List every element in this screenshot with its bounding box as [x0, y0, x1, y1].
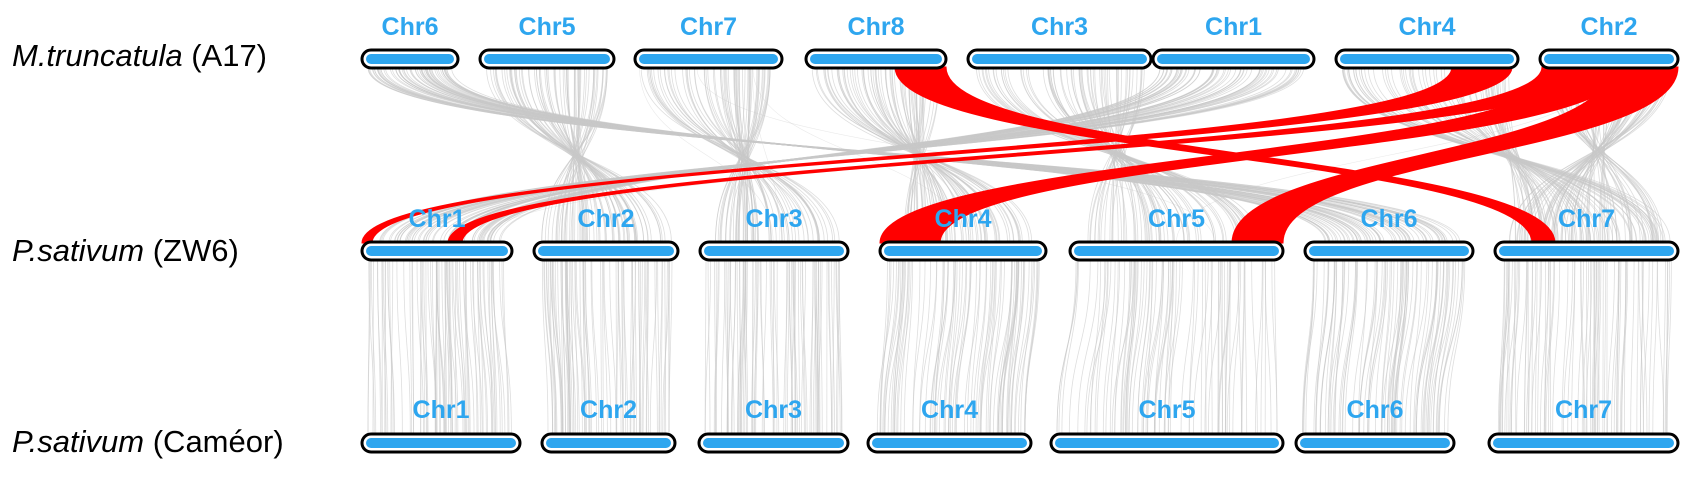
- chromosome-bar: [704, 246, 844, 256]
- genome-label-mtruncatula-a17: M.truncatula (A17): [12, 38, 267, 74]
- synteny-link-gray: [1201, 260, 1203, 434]
- chromosome-bar: [1309, 246, 1469, 256]
- synteny-link-gray: [1653, 260, 1657, 434]
- synteny-link-gray: [1057, 260, 1078, 434]
- chromosome-label: Chr5: [519, 13, 576, 41]
- chromosome-bar: [1499, 246, 1674, 256]
- synteny-link-gray: [658, 260, 660, 434]
- synteny-link-gray: [500, 260, 512, 434]
- synteny-link-gray: [1275, 260, 1277, 434]
- synteny-link-gray: [1252, 260, 1258, 434]
- synteny-link-gray: [1649, 260, 1653, 434]
- chromosome-label: Chr5: [1139, 396, 1196, 424]
- chromosome-bar: [639, 54, 778, 64]
- genome-accession: (ZW6): [153, 233, 239, 268]
- synteny-link-gray: [1402, 260, 1418, 434]
- genome-species: P.sativum: [12, 233, 144, 268]
- synteny-link-gray: [1631, 260, 1634, 434]
- synteny-link-gray: [650, 68, 833, 242]
- synteny-link-gray: [1069, 260, 1090, 434]
- chromosome-0-chr1: Chr1: [1153, 13, 1314, 68]
- synteny-link-gray: [378, 260, 381, 434]
- chromosome-0-chr8: Chr8: [806, 13, 946, 68]
- chromosome-0-chr4: Chr4: [1336, 13, 1518, 68]
- synteny-link-gray: [1245, 260, 1247, 434]
- synteny-link-gray: [1538, 260, 1541, 434]
- chromosome-label: Chr2: [580, 396, 637, 424]
- chromosome-label: Chr8: [848, 13, 905, 41]
- chromosome-label: Chr7: [1558, 205, 1615, 233]
- chromosome-label: Chr1: [413, 396, 470, 424]
- chromosome-label: Chr4: [1399, 13, 1456, 41]
- synteny-link-gray: [722, 260, 726, 434]
- chromosome-bar: [1074, 246, 1279, 256]
- synteny-link-gray: [397, 260, 402, 434]
- chromosome-bar: [872, 438, 1027, 448]
- chromosome-bar: [484, 54, 610, 64]
- chromosome-label: Chr6: [382, 13, 439, 41]
- chromosome-bar: [366, 438, 516, 448]
- chromosome-label: Chr4: [935, 205, 992, 233]
- chromosome-label: Chr3: [745, 396, 802, 424]
- chromosome-label: Chr1: [409, 205, 466, 233]
- chromosome-0-chr3: Chr3: [968, 13, 1151, 68]
- chromosome-0-chr5: Chr5: [480, 13, 614, 68]
- synteny-link-gray: [1624, 260, 1625, 434]
- chromosome-label: Chr2: [1581, 13, 1638, 41]
- chromosome-label: Chr3: [1031, 13, 1088, 41]
- synteny-link-gray: [708, 260, 710, 434]
- chromosome-bar: [546, 438, 671, 448]
- chromosome-bar: [884, 246, 1042, 256]
- chromosome-label: Chr6: [1347, 396, 1404, 424]
- chromosome-0-chr7: Chr7: [635, 13, 782, 68]
- chromosome-bar: [972, 54, 1147, 64]
- chromosome-bar: [1493, 438, 1674, 448]
- chromosome-bar: [1055, 438, 1279, 448]
- chromosome-bar: [1340, 54, 1514, 64]
- genome-accession: (Caméor): [153, 424, 284, 459]
- synteny-link-gray: [828, 260, 831, 434]
- chromosome-label: Chr6: [1361, 205, 1418, 233]
- synteny-link-gray: [404, 260, 411, 434]
- synteny-link-gray: [1657, 260, 1663, 434]
- chromosome-label: Chr4: [921, 396, 978, 424]
- synteny-link-gray: [1110, 260, 1118, 434]
- highlighted-synteny-links: [362, 67, 1678, 243]
- chromosome-label: Chr7: [680, 13, 737, 41]
- chromosome-0-chr6: Chr6: [362, 13, 458, 68]
- chromosome-bar: [366, 246, 508, 256]
- synteny-link-gray: [1637, 260, 1639, 434]
- chromosome-label: Chr2: [578, 205, 635, 233]
- chromosome-bar: [1157, 54, 1310, 64]
- chromosome-bar: [538, 246, 674, 256]
- chromosome-1-chr2: Chr2: [534, 205, 678, 260]
- chromosome-label: Chr7: [1555, 396, 1612, 424]
- genome-accession: (A17): [191, 38, 267, 73]
- chromosome-bar: [703, 438, 844, 448]
- synteny-link-gray: [650, 260, 656, 434]
- chromosome-label: Chr3: [746, 205, 803, 233]
- chromosome-bar: [1300, 438, 1450, 448]
- synteny-link-gray: [1438, 260, 1462, 434]
- chromosome-bar: [366, 54, 454, 64]
- synteny-link-gray: [1316, 260, 1324, 434]
- chromosome-bar: [1544, 54, 1674, 64]
- chromosome-0-chr2: Chr2: [1540, 13, 1678, 68]
- synteny-link-gray: [904, 260, 912, 434]
- genome-species: M.truncatula: [12, 38, 183, 73]
- synteny-link-gray: [1303, 260, 1317, 434]
- genome-label-psativum-zw6: P.sativum (ZW6): [12, 233, 239, 269]
- chromosome-label: Chr1: [1205, 13, 1262, 41]
- genome-species: P.sativum: [12, 424, 144, 459]
- synteny-link-gray: [1265, 260, 1271, 434]
- chromosome-bar: [810, 54, 942, 64]
- synteny-link-gray: [1316, 260, 1329, 434]
- genome-label-psativum-cameor: P.sativum (Caméor): [12, 424, 284, 460]
- chromosome-label: Chr5: [1148, 205, 1205, 233]
